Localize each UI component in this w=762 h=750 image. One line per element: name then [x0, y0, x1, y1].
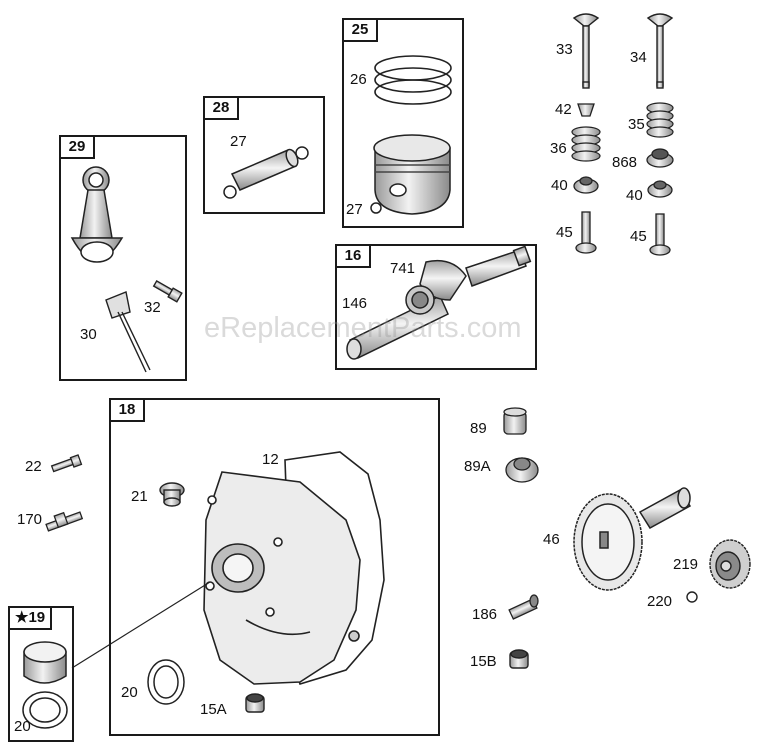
- crank-gear-part: [405, 285, 435, 315]
- oil-dipper-part: [105, 291, 151, 373]
- callout-20-kit: 20: [14, 718, 31, 735]
- valve-keeper-part: [577, 103, 595, 117]
- cover-bolt-part: [50, 454, 83, 473]
- piston-rings-part: [374, 55, 452, 105]
- group-tag-16: 16: [335, 244, 371, 268]
- exhaust-valve-part: [646, 13, 674, 89]
- callout-27-piston: 27: [346, 201, 363, 218]
- dowel-pin-a-part: [245, 693, 265, 713]
- callout-868: 868: [612, 154, 638, 171]
- callout-22: 22: [25, 458, 42, 475]
- piston-part: [373, 134, 451, 215]
- valve-spring-left-part: [571, 126, 601, 162]
- callout-45-right: 45: [630, 228, 647, 245]
- camshaft-part: [573, 487, 692, 591]
- callout-30: 30: [80, 326, 97, 343]
- group-tag-19: ★19: [8, 606, 53, 630]
- callout-170: 170: [17, 511, 43, 528]
- watermark: eReplacementParts.com: [204, 312, 522, 344]
- callout-46: 46: [543, 531, 560, 548]
- callout-35: 35: [628, 116, 645, 133]
- valve-lifter-left-part: [575, 211, 597, 254]
- callout-42: 42: [555, 101, 572, 118]
- callout-45-left: 45: [556, 224, 573, 241]
- governor-gear-part: [709, 539, 751, 589]
- callout-40-left: 40: [551, 177, 568, 194]
- washer-220-part: [686, 591, 698, 603]
- spring-retainer-right-part: [647, 180, 673, 198]
- intake-valve-part: [572, 13, 600, 89]
- rod-bolt-part: [152, 279, 183, 303]
- crankshaft-part: [346, 245, 532, 360]
- callout-15a: 15A: [200, 701, 227, 718]
- cover-stud-part: [45, 511, 84, 532]
- connecting-rod-part: [70, 166, 124, 263]
- piston-pin-part: [223, 146, 309, 199]
- breather-89a-part: [505, 457, 539, 483]
- callout-89: 89: [470, 420, 487, 437]
- spring-retainer-left-part: [573, 176, 599, 194]
- dowel-pin-b-part: [509, 649, 529, 669]
- callout-220: 220: [647, 593, 673, 610]
- callout-89a: 89A: [464, 458, 491, 475]
- callout-21: 21: [131, 488, 148, 505]
- callout-32: 32: [144, 299, 161, 316]
- callout-20-cover: 20: [121, 684, 138, 701]
- group-frame-19: ★19: [8, 606, 74, 742]
- governor-shaft-part: [508, 594, 539, 620]
- callout-27-pin: 27: [230, 133, 247, 150]
- group-tag-28: 28: [203, 96, 239, 120]
- callout-219: 219: [673, 556, 699, 573]
- group-tag-18: 18: [109, 398, 145, 422]
- valve-lifter-right-part: [649, 213, 671, 256]
- group-frame-28: 28: [203, 96, 325, 214]
- group-tag-25: 25: [342, 18, 378, 42]
- breather-89-part: [503, 407, 527, 435]
- drain-plug-part: [159, 482, 185, 507]
- oil-seal-part: [147, 659, 185, 705]
- callout-146: 146: [342, 295, 368, 312]
- callout-186: 186: [472, 606, 498, 623]
- callout-40-right: 40: [626, 187, 643, 204]
- crankcase-cover-part: [203, 451, 385, 685]
- callout-33: 33: [556, 41, 573, 58]
- callout-34: 34: [630, 49, 647, 66]
- valve-spring-right-part: [646, 102, 674, 138]
- callout-15b: 15B: [470, 653, 497, 670]
- group-frame-25: 25: [342, 18, 464, 228]
- group-frame-18: 18: [109, 398, 440, 736]
- seal-19-part: [22, 691, 68, 729]
- callout-36: 36: [550, 140, 567, 157]
- group-tag-29: 29: [59, 135, 95, 159]
- callout-26: 26: [350, 71, 367, 88]
- bushing-part: [23, 641, 67, 684]
- group-frame-16: 16: [335, 244, 537, 370]
- callout-741: 741: [390, 260, 416, 277]
- group-frame-29: 29: [59, 135, 187, 381]
- callout-12: 12: [262, 451, 279, 468]
- valve-rotator-part: [646, 148, 674, 168]
